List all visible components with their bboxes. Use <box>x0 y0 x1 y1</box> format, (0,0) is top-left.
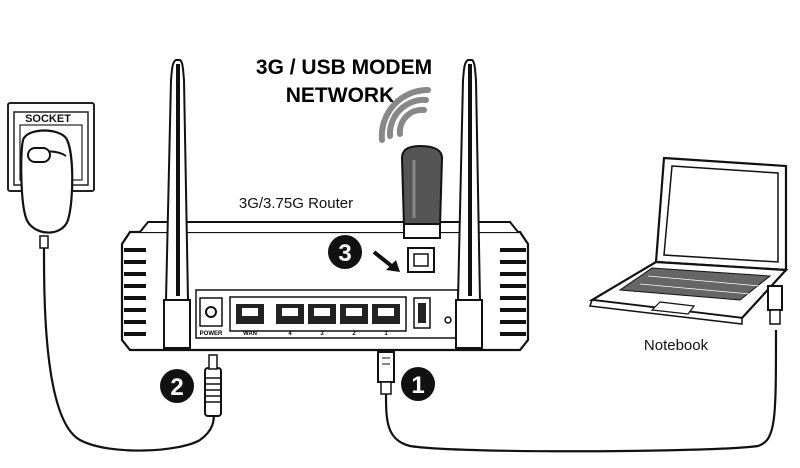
usb-modem-icon <box>400 144 444 239</box>
ethernet-cable <box>384 329 778 453</box>
step-1-badge <box>401 367 435 401</box>
title-line-2: NETWORK <box>286 84 395 107</box>
lan3-port-label: 3 <box>320 331 324 337</box>
antenna-icon <box>455 59 483 349</box>
socket-label: SOCKET <box>25 113 71 125</box>
step-3-number: 3 <box>338 240 351 267</box>
antenna-icon <box>163 59 191 349</box>
lan2-port-label: 2 <box>352 331 356 337</box>
notebook-icon <box>588 156 789 325</box>
step-1-number: 1 <box>411 372 424 399</box>
power-port-label: POWER <box>200 331 223 337</box>
power-adapter-icon <box>20 129 74 249</box>
title-line-1: 3G / USB MODEM <box>256 56 432 79</box>
router-label: 3G/3.75G Router <box>239 195 353 212</box>
lan1-port-label: 1 <box>384 331 388 337</box>
wan-port-label: WAN <box>243 331 257 337</box>
step-2-badge <box>160 369 194 403</box>
arrow-icon <box>372 250 400 272</box>
step-2-number: 2 <box>170 374 183 401</box>
ethernet-plug-icon <box>377 351 395 395</box>
usb-port-icon <box>407 247 435 273</box>
power-cable <box>42 247 216 452</box>
lan4-port-label: 4 <box>288 331 292 337</box>
notebook-label: Notebook <box>644 337 709 354</box>
power-plug-icon <box>204 354 222 417</box>
ethernet-plug-icon <box>767 285 783 325</box>
wireless-signal-icon <box>378 86 431 143</box>
step-3-badge <box>328 235 362 269</box>
